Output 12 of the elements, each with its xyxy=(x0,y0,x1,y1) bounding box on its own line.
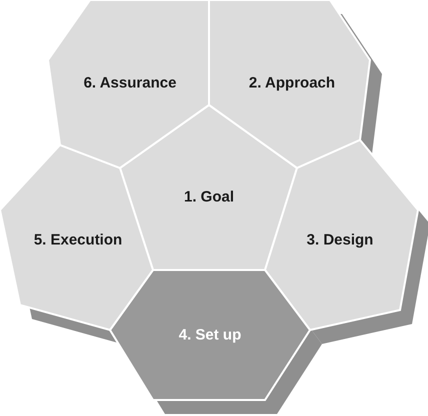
segment-label: 5. Execution xyxy=(34,232,122,248)
pentagon-segment xyxy=(120,105,297,270)
segment-label: 2. Approach xyxy=(248,74,336,92)
segment-label: 3. Design xyxy=(306,232,374,248)
segment-label: 4. Set up xyxy=(178,326,242,344)
hexagon-segment xyxy=(0,145,153,330)
segment-label: 6. Assurance xyxy=(84,74,176,92)
hexagon-segment xyxy=(265,140,418,330)
hexagon-segment xyxy=(209,0,370,168)
hexagon-segment xyxy=(48,0,209,168)
segment-label: 1. Goal xyxy=(184,188,234,206)
hexagon-segment xyxy=(110,270,310,400)
